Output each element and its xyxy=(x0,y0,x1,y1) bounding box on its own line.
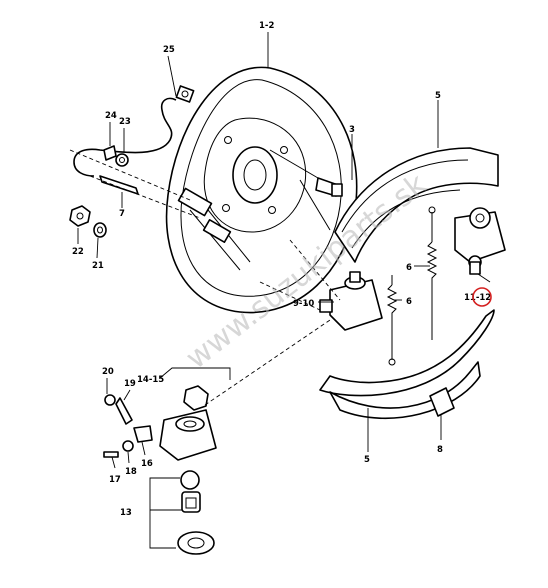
label-17: 17 xyxy=(109,475,121,485)
wheel-cylinder-left xyxy=(159,385,217,461)
wheel-cylinder-center xyxy=(319,271,383,331)
label-20: 20 xyxy=(102,367,114,377)
fastener-parts xyxy=(69,145,139,238)
bolt-part xyxy=(269,149,343,197)
label-24: 24 xyxy=(105,111,117,121)
label-19: 19 xyxy=(124,379,136,389)
upper-brake-shoe xyxy=(334,147,499,263)
label-11-12: 11-12 xyxy=(464,293,491,303)
label-8: 8 xyxy=(437,445,443,455)
return-springs xyxy=(386,206,438,366)
label-14-15: 14-15 xyxy=(137,375,164,385)
label-5-lower: 5 xyxy=(364,455,370,465)
assembly-lines xyxy=(69,149,341,406)
label-13: 13 xyxy=(120,508,132,518)
label-5-upper: 5 xyxy=(435,91,441,101)
part-labels: 1-2 25 3 5 24 23 7 22 21 6 6 9-10 11-12 … xyxy=(72,21,491,518)
lower-brake-shoe xyxy=(319,309,495,420)
label-18: 18 xyxy=(125,467,137,477)
label-1-2: 1-2 xyxy=(259,21,274,31)
label-25: 25 xyxy=(163,45,175,55)
label-22: 22 xyxy=(72,247,84,257)
label-21: 21 xyxy=(92,261,104,271)
label-9-10: 9-10 xyxy=(293,299,314,309)
wheel-cylinder-right xyxy=(454,207,506,275)
label-6-upper: 6 xyxy=(406,263,412,273)
brake-pipe xyxy=(73,85,195,177)
repair-kit-parts xyxy=(177,470,215,555)
label-16: 16 xyxy=(141,459,153,469)
highlight-circle xyxy=(472,287,492,307)
bleeder-parts xyxy=(103,394,153,458)
backing-plate xyxy=(165,66,358,314)
label-23: 23 xyxy=(119,117,131,127)
label-3: 3 xyxy=(349,125,355,135)
label-7: 7 xyxy=(119,209,125,219)
leader-lines xyxy=(77,32,491,549)
label-6-lower: 6 xyxy=(406,297,412,307)
